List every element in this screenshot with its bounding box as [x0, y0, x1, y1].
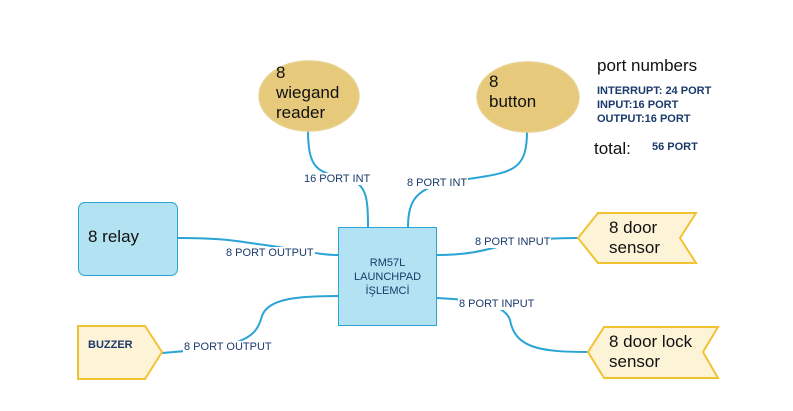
- total-value: 56 PORT: [652, 141, 698, 153]
- port-numbers-title: port numbers: [597, 56, 698, 75]
- input-count: INPUT:16 PORT: [597, 99, 679, 111]
- mcu-line-2: LAUNCHPAD: [353, 270, 422, 283]
- buzzer-label: BUZZER: [88, 339, 133, 351]
- total-label: total:: [594, 139, 631, 158]
- wiegand-reader-node: [258, 60, 360, 132]
- wiegand-reader-label: 8 wiegand reader: [276, 63, 339, 123]
- buzzer-node: [77, 325, 164, 380]
- edge-label-wiegand: 16 PORT INT: [303, 173, 372, 185]
- door-lock-sensor-node: [586, 326, 720, 379]
- edge-label-button: 8 PORT INT: [406, 177, 469, 189]
- relay-node: 8 relay: [78, 202, 178, 276]
- edge-label-door-lock: 8 PORT INPUT: [458, 298, 536, 310]
- door-sensor-line-1: 8 door: [609, 218, 658, 237]
- edge-label-door-sensor: 8 PORT INPUT: [474, 236, 552, 248]
- button-line-1: 8: [489, 72, 499, 91]
- mcu-line-1: RM57L: [369, 256, 406, 269]
- edge-label-relay: 8 PORT OUTPUT: [225, 247, 315, 259]
- wire-relay: [177, 237, 339, 256]
- button-node: [476, 61, 580, 133]
- relay-label: 8 relay: [88, 227, 140, 246]
- door-sensor-line-2: sensor: [609, 238, 661, 257]
- wiegand-line-3: reader: [276, 103, 326, 122]
- door-lock-line-1: 8 door lock: [609, 332, 693, 351]
- output-count: OUTPUT:16 PORT: [597, 113, 691, 125]
- button-label: 8 button: [489, 72, 536, 112]
- edge-label-buzzer: 8 PORT OUTPUT: [183, 341, 273, 353]
- mcu-line-3: İŞLEMCİ: [365, 284, 410, 297]
- button-line-2: button: [489, 92, 537, 111]
- door-sensor-label: 8 door sensor: [609, 218, 660, 258]
- mcu-node: RM57L LAUNCHPAD İŞLEMCİ: [338, 227, 437, 326]
- door-lock-sensor-label: 8 door lock sensor: [609, 332, 692, 372]
- door-lock-line-2: sensor: [609, 352, 661, 371]
- wire-button: [407, 130, 528, 228]
- interrupt-count: INTERRUPT: 24 PORT: [597, 85, 712, 97]
- wiegand-line-2: wiegand: [276, 83, 340, 102]
- wiegand-line-1: 8: [276, 63, 286, 82]
- door-sensor-node: [576, 212, 698, 264]
